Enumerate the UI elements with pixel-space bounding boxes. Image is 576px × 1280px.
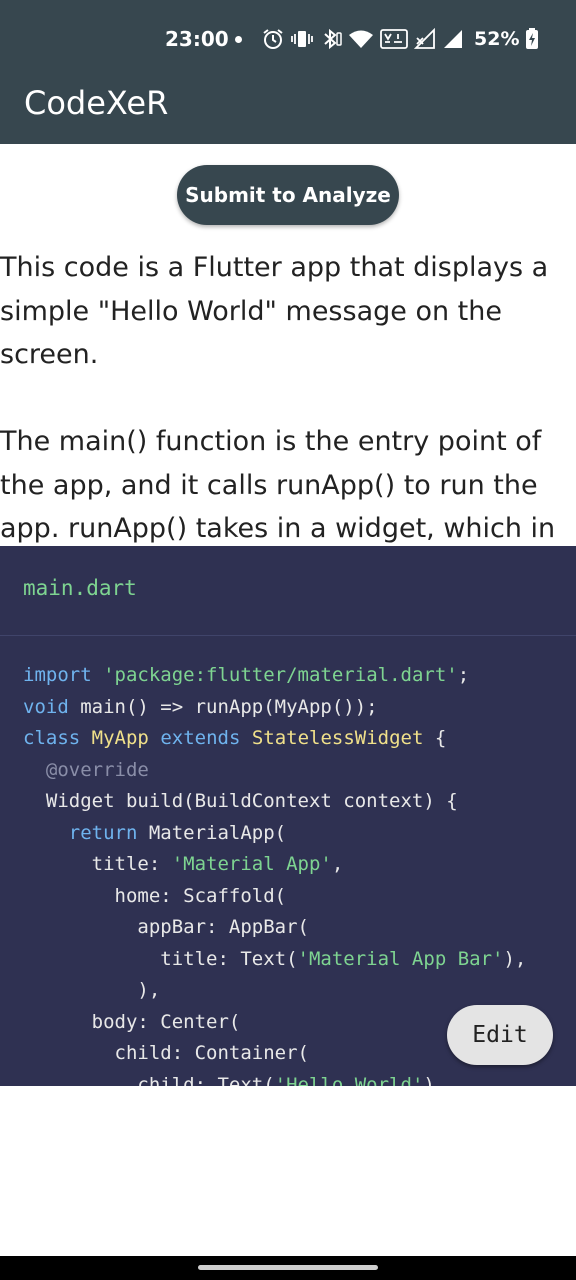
code-token: Widget build(BuildContext context) { — [23, 790, 458, 812]
code-line: void main() => runApp(MyApp()); — [23, 692, 576, 724]
code-line: Widget build(BuildContext context) { — [23, 786, 576, 818]
status-bar: 23:00 52% — [0, 0, 576, 78]
code-token — [23, 759, 46, 781]
code-line: body: Center( — [23, 1007, 576, 1039]
app-title: CodeXeR — [24, 84, 169, 122]
code-line: ), — [23, 975, 576, 1007]
code-token: ; — [457, 664, 470, 686]
code-token: ), — [503, 947, 527, 970]
code-token: home: Scaffold( — [23, 884, 287, 907]
code-token: StatelessWidget — [251, 727, 424, 749]
battery-charging-icon — [526, 28, 539, 49]
code-token — [240, 727, 251, 749]
code-editor[interactable]: import 'package:flutter/material.dart';v… — [23, 660, 576, 1086]
code-line: return MaterialApp( — [23, 818, 576, 850]
code-token: { — [423, 727, 447, 749]
submit-to-analyze-button[interactable]: Submit to Analyze — [177, 165, 399, 225]
code-token: MaterialApp( — [137, 821, 287, 844]
vibrate-icon — [291, 31, 313, 47]
code-line: import 'package:flutter/material.dart'; — [23, 660, 576, 692]
code-token — [23, 822, 69, 844]
code-divider — [0, 635, 576, 636]
code-token: appBar: AppBar( — [23, 916, 309, 938]
code-token: return — [68, 821, 138, 844]
code-token: title: — [23, 853, 172, 875]
code-token — [80, 727, 91, 749]
code-line: title: Text('Material App Bar'), — [23, 944, 576, 976]
wifi-icon — [349, 30, 373, 48]
bluetooth-icon — [324, 28, 342, 50]
code-token: MyApp — [91, 727, 149, 749]
code-token: 'Material App' — [171, 853, 332, 875]
code-line: title: 'Material App', — [23, 849, 576, 881]
file-name: main.dart — [23, 576, 137, 600]
code-token — [92, 664, 103, 686]
code-token: ), — [23, 979, 161, 1001]
explanation-paragraph: The main() function is the entry point o… — [0, 426, 556, 544]
alarm-icon — [263, 29, 283, 49]
code-token: main() => runApp(MyApp()); — [68, 695, 378, 718]
code-token: 'Material App Bar' — [297, 947, 504, 970]
status-icons: 52% — [262, 26, 539, 52]
code-token: body: Center( — [23, 1010, 241, 1033]
code-token: , — [331, 853, 344, 875]
code-token: class — [23, 727, 81, 749]
code-line: home: Scaffold( — [23, 881, 576, 913]
code-line: @override — [23, 755, 576, 787]
code-token: child: Container( — [23, 1042, 309, 1064]
code-token: 'Hello World' — [274, 1073, 424, 1087]
explanation-spacer: ​ — [0, 377, 576, 421]
navigation-bar — [0, 1256, 576, 1280]
code-token: child: Text( — [23, 1073, 275, 1087]
code-token: import — [23, 664, 92, 686]
notification-dot-icon — [235, 36, 242, 43]
status-time: 23:00 — [165, 27, 229, 51]
explanation-text: This code is a Flutter app that displays… — [0, 246, 576, 546]
code-line: class MyApp extends StatelessWidget { — [23, 723, 576, 755]
code-token: void — [23, 695, 69, 718]
signal-x-icon — [414, 28, 435, 49]
code-token — [149, 727, 160, 749]
battery-percent: 52% — [474, 28, 520, 50]
home-gesture-handle[interactable] — [198, 1265, 378, 1270]
code-token: title: Text( — [23, 947, 298, 970]
code-token: @override — [45, 758, 149, 781]
explanation-paragraph: This code is a Flutter app that displays… — [0, 252, 557, 370]
code-token: extends — [160, 727, 241, 749]
volte-icon — [380, 29, 408, 49]
signal-icon — [444, 30, 462, 48]
edit-button[interactable]: Edit — [447, 1005, 553, 1065]
code-line: child: Container( — [23, 1038, 576, 1070]
code-line: appBar: AppBar( — [23, 912, 576, 944]
code-token: ) — [423, 1073, 435, 1087]
app-bar: CodeXeR — [0, 78, 576, 144]
code-token: 'package:flutter/material.dart' — [103, 664, 458, 686]
code-line: child: Text('Hello World') — [23, 1070, 576, 1087]
code-panel: main.dart import 'package:flutter/materi… — [0, 546, 576, 1086]
